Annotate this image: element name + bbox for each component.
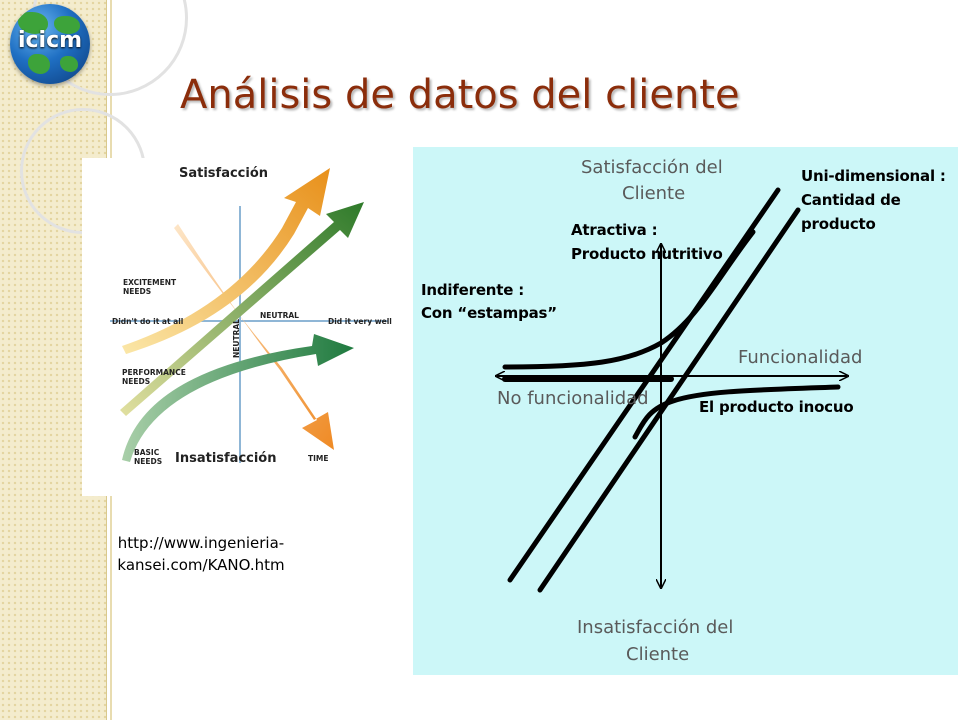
indifferent-label-line1: Indiferente : (421, 281, 525, 299)
kano-curves-graphic (413, 187, 958, 593)
source-url[interactable]: http://www.ingenieria- kansei.com/KANO.h… (96, 532, 306, 576)
one-dimensional-label-line1: Uni-dimensional : (801, 167, 946, 185)
time-label: TIME (308, 454, 329, 463)
performance-needs-arrow (120, 202, 364, 416)
x-left-label: No funcionalidad (497, 388, 649, 409)
one-dimensional-label-line2: Cantidad de (801, 191, 901, 209)
kano-curves-diagram: Satisfacción del Cliente Insatisfacción … (413, 147, 958, 675)
kano-satisfaction-label: Satisfacción (179, 166, 269, 181)
attractive-label-line1: Atractiva : (571, 221, 658, 239)
harmless-product-label: El producto inocuo (699, 398, 854, 416)
decline-arrow (174, 224, 334, 450)
performance-needs-label: PERFORMANCE NEEDS (122, 368, 186, 386)
attractive-curve (502, 229, 756, 370)
slide-title: Análisis de datos del cliente (180, 72, 740, 118)
must-be-curve (632, 384, 841, 440)
indifferent-label-line2: Con “estampas” (421, 304, 557, 322)
y-top-label-line2: Cliente (622, 183, 686, 204)
didnt-do-it-label: Didn't do it at all (112, 317, 184, 326)
did-it-well-label: Did it very well (328, 317, 392, 326)
basic-needs-arrow (122, 334, 354, 462)
basic-needs-label: BASIC NEEDS (134, 448, 163, 466)
source-url-line2: kansei.com/KANO.htm (117, 556, 285, 574)
kano-model-figure: Satisfacción Insatisfacción EXCITEMENT N… (82, 158, 394, 496)
neutral-vertical-label: NEUTRAL (232, 319, 241, 358)
logo-text: icicm (17, 28, 83, 53)
y-bottom-label-line1: Insatisfacción del (577, 617, 734, 638)
one-dimensional-label-line3: producto (801, 215, 876, 233)
kano-model-graphic (110, 168, 388, 463)
x-right-label: Funcionalidad (738, 347, 863, 368)
kano-dissatisfaction-label: Insatisfacción (175, 451, 277, 466)
attractive-label-line2: Producto nutritivo (571, 245, 723, 263)
source-url-line1: http://www.ingenieria- (117, 534, 285, 552)
y-bottom-label-line2: Cliente (626, 644, 690, 665)
excitement-needs-label: EXCITEMENT NEEDS (123, 278, 177, 296)
neutral-horizontal-label: NEUTRAL (260, 311, 299, 320)
y-top-label-line1: Satisfacción del (581, 157, 723, 178)
excitement-needs-arrow (122, 168, 330, 354)
globe-logo-icon: icicm (10, 4, 90, 84)
